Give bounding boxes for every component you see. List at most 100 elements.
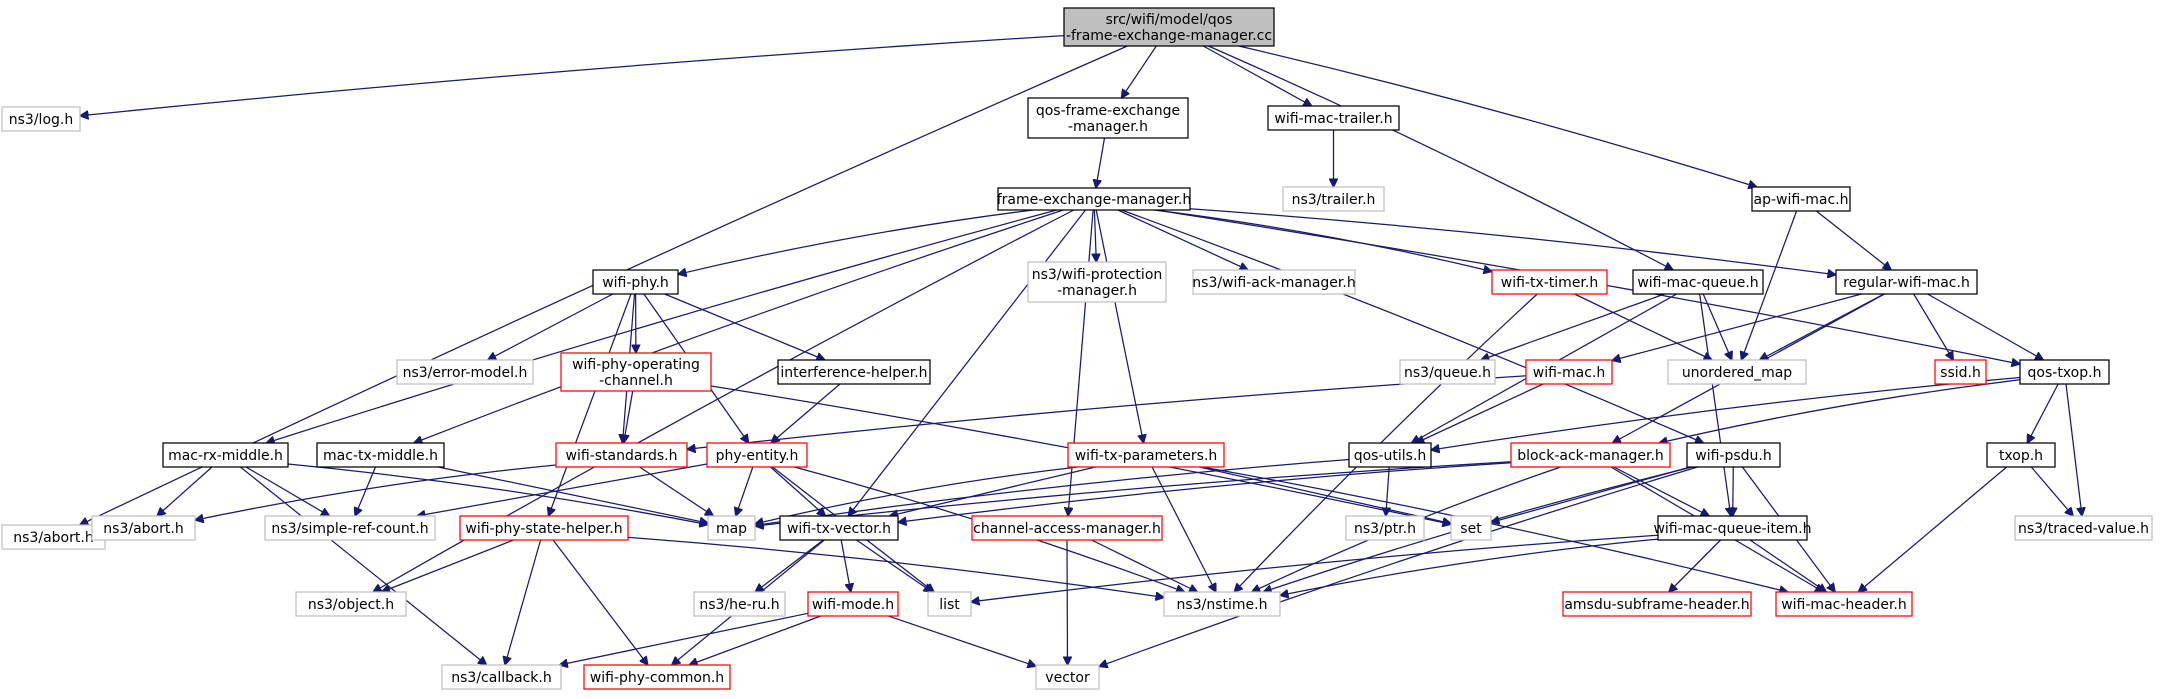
node-regmac[interactable]: regular-wifi-mac.h (1835, 269, 1978, 295)
node-fem[interactable]: frame-exchange-manager.h (997, 187, 1192, 211)
edge-wifiphy-to-statehelper (549, 293, 632, 516)
node-standards-box (555, 442, 688, 468)
node-mqitem[interactable]: wifi-mac-queue-item.h (1653, 515, 1812, 541)
node-callback-label: ns3/callback.h (451, 670, 551, 686)
edge-root-to-log (80, 34, 1065, 116)
edge-standards-to-map (639, 466, 714, 516)
node-cam[interactable]: channel-access-manager.h (971, 515, 1163, 541)
edge-cam-to-vector (1067, 539, 1068, 665)
node-ns3abort: ns3/abort.h (91, 515, 196, 541)
node-trailer[interactable]: wifi-mac-trailer.h (1267, 105, 1400, 131)
edge-wifimode-to-phycommon (689, 615, 822, 665)
node-opchan-label: -channel.h (599, 373, 673, 389)
node-trailer-box (1267, 105, 1400, 131)
node-macrx[interactable]: mac-rx-middle.h (162, 442, 289, 468)
edge-phyentity-to-map (736, 466, 754, 516)
node-amsdu[interactable]: amsdu-subframe-header.h (1562, 591, 1752, 617)
node-mactx[interactable]: mac-tx-middle.h (316, 442, 445, 468)
node-queue-label: ns3/queue.h (1404, 365, 1491, 381)
node-ackmgr-box (1192, 269, 1356, 295)
node-txvector[interactable]: wifi-tx-vector.h (779, 515, 899, 541)
edge-mactx-to-map (438, 466, 708, 523)
edge-txparams-to-map (755, 466, 1078, 524)
node-macqueue[interactable]: wifi-mac-queue.h (1632, 269, 1764, 295)
edge-bam-to-txvector (898, 462, 1512, 523)
node-vector-box (1035, 664, 1100, 690)
node-ssid-box (1934, 359, 1987, 385)
node-set: set (1450, 515, 1492, 541)
node-txtimer[interactable]: wifi-tx-timer.h (1491, 269, 1608, 295)
edge-wifimac-to-qosutils (1416, 383, 1544, 443)
node-qosutils[interactable]: qos-utils.h (1348, 442, 1432, 468)
node-queue-box (1399, 359, 1496, 385)
node-wifiphy-box (592, 269, 679, 295)
node-txop[interactable]: txop.h (1986, 442, 2056, 468)
node-abort-label: ns3/abort.h (13, 530, 93, 546)
node-errmodel: ns3/error-model.h (396, 359, 534, 385)
node-ptr-label: ns3/ptr.h (1354, 521, 1416, 537)
node-mactx-label: mac-tx-middle.h (323, 448, 438, 464)
node-phyentity[interactable]: phy-entity.h (706, 442, 808, 468)
node-psdu[interactable]: wifi-psdu.h (1686, 442, 1781, 468)
node-log-label: ns3/log.h (9, 112, 73, 128)
node-umap-label: unordered_map (1682, 365, 1792, 381)
node-ns3trailer-box (1282, 186, 1385, 212)
node-txop-box (1986, 442, 2056, 468)
node-statehelper[interactable]: wifi-phy-state-helper.h (459, 515, 629, 541)
edge-qosutils-to-map (755, 458, 1350, 526)
node-interf[interactable]: interference-helper.h (777, 359, 931, 385)
node-phyentity-box (706, 442, 808, 468)
node-qosutils-box (1348, 442, 1432, 468)
node-opchan-box (560, 352, 712, 392)
edge-macqueue-to-mqitem (1699, 293, 1731, 516)
node-phyentity-label: phy-entity.h (716, 448, 799, 464)
edge-txvector-to-wifimode (840, 539, 851, 592)
node-amsdu-box (1562, 591, 1752, 617)
edge-root-to-qfem (1121, 45, 1157, 98)
node-opchan-label: wifi-phy-operating (572, 357, 700, 373)
node-macheader[interactable]: wifi-mac-header.h (1775, 591, 1913, 617)
node-txtimer-box (1491, 269, 1608, 295)
node-ns3trailer-label: ns3/trailer.h (1292, 192, 1376, 208)
node-ns3trailer: ns3/trailer.h (1282, 186, 1385, 212)
node-fem-box (997, 187, 1191, 211)
edge-txparams-to-nstime (1151, 466, 1216, 592)
edge-interf-to-phyentity (771, 383, 841, 443)
edge-wifimode-to-callback (559, 612, 809, 665)
node-heru-box (693, 591, 786, 617)
node-standards[interactable]: wifi-standards.h (555, 442, 688, 468)
node-wifiphy[interactable]: wifi-phy.h (592, 269, 679, 295)
edge-macrx-to-ns3abort (157, 466, 213, 516)
edge-root-to-macqueue (1208, 45, 1673, 270)
node-macqueue-box (1632, 269, 1764, 295)
edge-root-to-apwifimac (1238, 45, 1757, 187)
node-root[interactable]: src/wifi/model/qos-frame-exchange-manage… (1063, 7, 1275, 47)
node-root-label: -frame-exchange-manager.cc (1066, 28, 1272, 44)
node-apwifimac[interactable]: ap-wifi-mac.h (1751, 186, 1851, 212)
node-list-box (927, 591, 972, 617)
node-bam[interactable]: block-ack-manager.h (1510, 442, 1671, 468)
edge-regmac-to-ssid (1913, 293, 1954, 360)
node-ackmgr-label: ns3/wifi-ack-manager.h (1192, 275, 1355, 291)
node-ssid[interactable]: ssid.h (1934, 359, 1987, 385)
node-nstime: ns3/nstime.h (1163, 591, 1281, 617)
node-log: ns3/log.h (1, 106, 81, 132)
node-txvector-label: wifi-tx-vector.h (787, 521, 891, 537)
node-opchan[interactable]: wifi-phy-operating-channel.h (560, 352, 712, 392)
edge-txvector-to-list (856, 539, 932, 592)
node-wifimode[interactable]: wifi-mode.h (807, 591, 899, 617)
node-phycommon[interactable]: wifi-phy-common.h (583, 664, 731, 690)
node-qfem[interactable]: qos-frame-exchange-manager.h (1027, 97, 1189, 139)
node-qostxop[interactable]: qos-txop.h (2019, 359, 2110, 385)
edge-standards-to-ns3abort (195, 464, 557, 520)
node-nstime-label: ns3/nstime.h (1177, 597, 1268, 613)
node-txparams-label: wifi-tx-parameters.h (1075, 448, 1218, 464)
node-interf-label: interference-helper.h (780, 365, 927, 381)
node-txtimer-label: wifi-tx-timer.h (1501, 275, 1598, 291)
node-wifimac[interactable]: wifi-mac.h (1525, 359, 1613, 385)
node-qfem-box (1027, 97, 1189, 139)
node-wifimac-box (1525, 359, 1613, 385)
node-macheader-box (1775, 591, 1913, 617)
edge-statehelper-to-nstime (627, 536, 1164, 597)
node-txparams[interactable]: wifi-tx-parameters.h (1067, 442, 1225, 468)
